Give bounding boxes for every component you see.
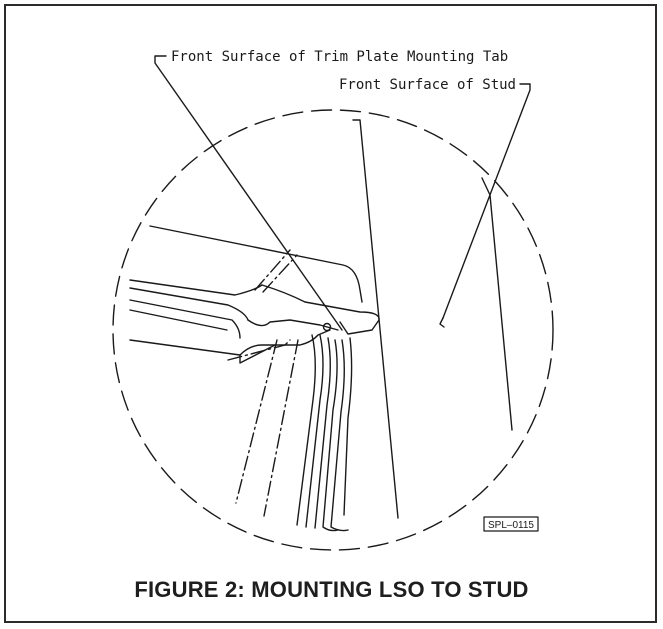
callout-stud: Front Surface of Stud — [339, 77, 516, 93]
trim-plate-tab — [129, 225, 380, 364]
reference-code-box — [483, 516, 539, 532]
callout-leaders — [154, 55, 531, 331]
stud — [352, 119, 513, 519]
centerlines-upper — [227, 249, 298, 361]
reference-code: SPL–0115 — [488, 520, 534, 531]
detail-circle — [112, 109, 554, 551]
centerlines-lower — [235, 339, 299, 517]
mounting-hole — [322, 322, 332, 332]
flange-lines — [296, 334, 353, 532]
figure-caption: FIGURE 2: MOUNTING LSO TO STUD — [134, 577, 529, 602]
callout-trim-plate-tab: Front Surface of Trim Plate Mounting Tab — [171, 49, 508, 65]
